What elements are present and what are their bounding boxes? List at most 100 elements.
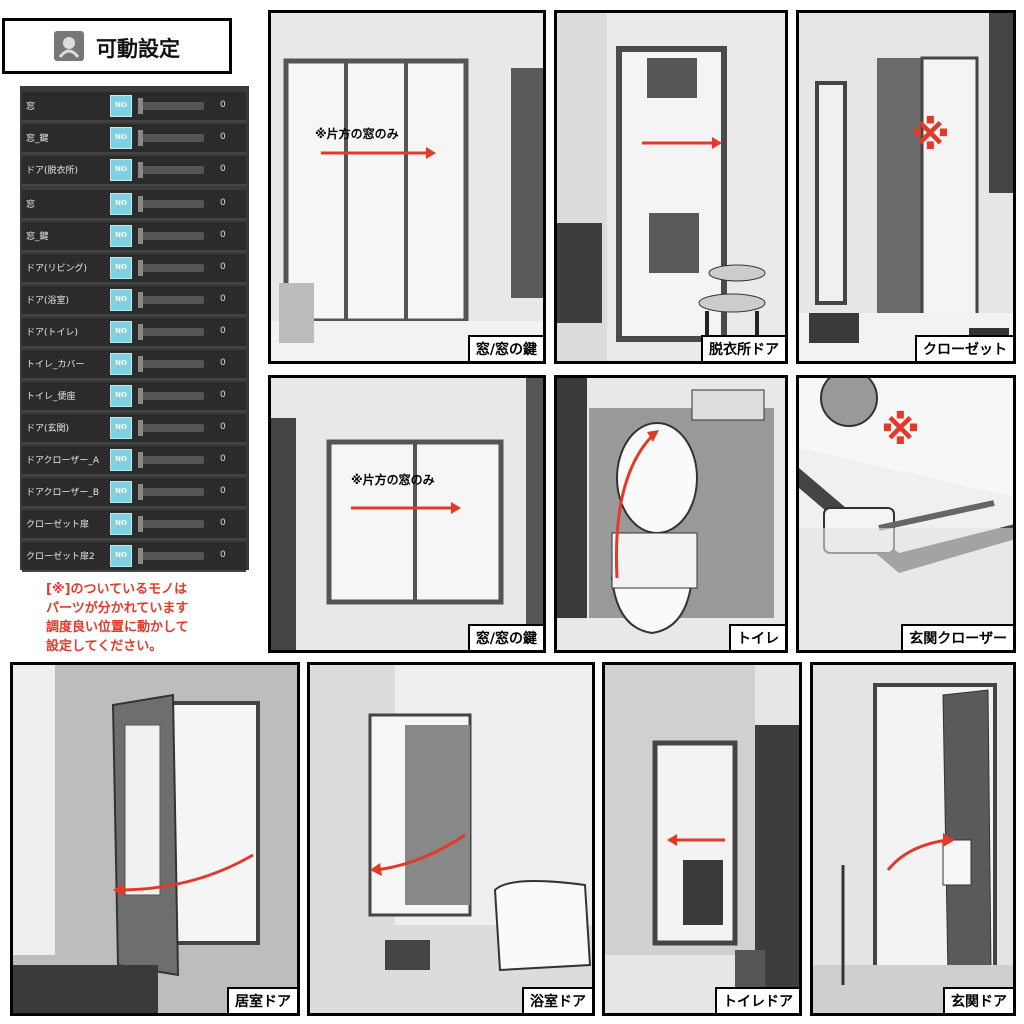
- scene-bath-door: 浴室ドア: [307, 662, 595, 1016]
- setting-slider[interactable]: [140, 232, 204, 240]
- setting-label: 窓_鍵: [26, 232, 49, 242]
- caption-dressing-door: 脱衣所ドア: [701, 335, 785, 361]
- setting-toggle[interactable]: NO: [110, 481, 132, 503]
- setting-slider[interactable]: [140, 328, 204, 336]
- caption-closet: クローゼット: [915, 335, 1013, 361]
- slider-handle[interactable]: [138, 452, 143, 468]
- setting-toggle[interactable]: NO: [110, 449, 132, 471]
- caption-toilet: トイレ: [729, 624, 785, 650]
- setting-slider[interactable]: [140, 360, 204, 368]
- setting-toggle[interactable]: NO: [110, 385, 132, 407]
- toggle-label: NO: [115, 199, 127, 207]
- setting-slider[interactable]: [140, 296, 204, 304]
- caption-entrance-door: 玄関ドア: [943, 987, 1013, 1013]
- scene-window1: ※片方の窓のみ 窓/窓の鍵: [268, 10, 546, 364]
- scene-entrance-door: 玄関ドア: [810, 662, 1016, 1016]
- setting-row: 窓_鍵 NO 0: [22, 124, 246, 154]
- setting-slider[interactable]: [140, 552, 204, 560]
- setting-toggle[interactable]: NO: [110, 159, 132, 181]
- setting-row: トイレ_カバー NO 0: [22, 350, 246, 380]
- setting-slider[interactable]: [140, 102, 204, 110]
- toggle-label: NO: [115, 133, 127, 141]
- setting-label: トイレ_カバー: [26, 360, 85, 370]
- setting-slider[interactable]: [140, 456, 204, 464]
- slider-handle[interactable]: [138, 324, 143, 340]
- setting-slider[interactable]: [140, 424, 204, 432]
- slider-handle[interactable]: [138, 516, 143, 532]
- setting-toggle[interactable]: NO: [110, 321, 132, 343]
- slider-handle[interactable]: [138, 130, 143, 146]
- setting-value: 0: [220, 198, 226, 208]
- setting-toggle[interactable]: NO: [110, 513, 132, 535]
- setting-label: クローゼット扉2: [26, 552, 95, 562]
- slider-handle[interactable]: [138, 98, 143, 114]
- setting-label: 窓_鍵: [26, 134, 49, 144]
- setting-slider[interactable]: [140, 264, 204, 272]
- setting-value: 0: [220, 164, 226, 174]
- setting-toggle[interactable]: NO: [110, 417, 132, 439]
- setting-toggle[interactable]: NO: [110, 127, 132, 149]
- setting-value: 0: [220, 132, 226, 142]
- slider-handle[interactable]: [138, 292, 143, 308]
- setting-label: ドア(リビング): [26, 264, 88, 274]
- scene-living-door: 居室ドア: [10, 662, 300, 1016]
- setting-value: 0: [220, 262, 226, 272]
- title-box: [2, 18, 232, 74]
- setting-toggle[interactable]: NO: [110, 225, 132, 247]
- setting-row: 窓 NO 0: [22, 190, 246, 220]
- slider-handle[interactable]: [138, 356, 143, 372]
- setting-toggle[interactable]: NO: [110, 353, 132, 375]
- slider-handle[interactable]: [138, 260, 143, 276]
- setting-value: 0: [220, 550, 226, 560]
- setting-slider[interactable]: [140, 520, 204, 528]
- setting-value: 0: [220, 358, 226, 368]
- setting-toggle[interactable]: NO: [110, 193, 132, 215]
- scene-closet: ※ クローゼット: [796, 10, 1016, 364]
- setting-row: ドアクローザー_B NO 0: [22, 478, 246, 508]
- toggle-label: NO: [115, 455, 127, 463]
- setting-value: 0: [220, 326, 226, 336]
- slider-handle[interactable]: [138, 388, 143, 404]
- toggle-label: NO: [115, 101, 127, 109]
- setting-value: 0: [220, 390, 226, 400]
- setting-toggle[interactable]: NO: [110, 289, 132, 311]
- setting-slider[interactable]: [140, 488, 204, 496]
- instruction-note: [※]のついているモノは パーツが分かれています 調度良い位置に動かして 設定し…: [46, 582, 189, 654]
- setting-value: 0: [220, 100, 226, 110]
- setting-toggle[interactable]: NO: [110, 95, 132, 117]
- scene-closer: ※ 玄関クローザー: [796, 375, 1016, 653]
- slider-handle[interactable]: [138, 548, 143, 564]
- setting-slider[interactable]: [140, 166, 204, 174]
- setting-slider[interactable]: [140, 134, 204, 142]
- toggle-label: NO: [115, 327, 127, 335]
- slider-handle[interactable]: [138, 420, 143, 436]
- scene-toilet-door: トイレドア: [602, 662, 802, 1016]
- setting-value: 0: [220, 518, 226, 528]
- setting-toggle[interactable]: NO: [110, 257, 132, 279]
- scene-window2: ※片方の窓のみ 窓/窓の鍵: [268, 375, 546, 653]
- setting-label: ドア(脱衣所): [26, 166, 79, 176]
- setting-label: ドア(玄関): [26, 424, 70, 434]
- setting-toggle[interactable]: NO: [110, 545, 132, 567]
- setting-row: 窓 NO 0: [22, 92, 246, 122]
- setting-label: 窓: [26, 102, 36, 112]
- setting-label: ドアクローザー_A: [26, 456, 100, 466]
- slider-handle[interactable]: [138, 196, 143, 212]
- setting-label: ドアクローザー_B: [26, 488, 100, 498]
- setting-slider[interactable]: [140, 392, 204, 400]
- setting-slider[interactable]: [140, 200, 204, 208]
- slider-handle[interactable]: [138, 484, 143, 500]
- slider-handle[interactable]: [138, 162, 143, 178]
- setting-value: 0: [220, 486, 226, 496]
- setting-value: 0: [220, 294, 226, 304]
- caption-toilet-door: トイレドア: [715, 987, 799, 1013]
- setting-label: 窓: [26, 200, 36, 210]
- caption-bath-door: 浴室ドア: [522, 987, 592, 1013]
- setting-row: ドア(リビング) NO 0: [22, 254, 246, 284]
- slider-handle[interactable]: [138, 228, 143, 244]
- toggle-label: NO: [115, 487, 127, 495]
